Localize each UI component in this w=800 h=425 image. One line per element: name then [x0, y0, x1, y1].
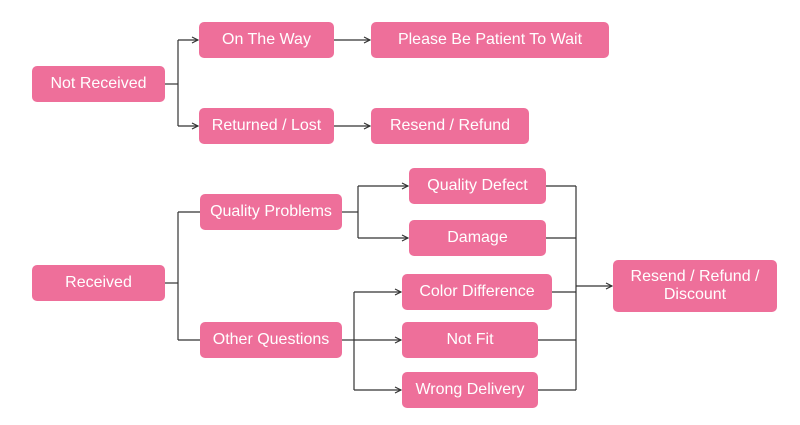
node-resend-refund: Resend / Refund — [371, 108, 529, 144]
node-not-fit: Not Fit — [402, 322, 538, 358]
node-wrong-delivery: Wrong Delivery — [402, 372, 538, 408]
node-returned-lost: Returned / Lost — [199, 108, 334, 144]
node-resend-refund-discount-line2: Discount — [663, 286, 727, 303]
node-resend-refund-discount: Resend / Refund / Discount — [613, 260, 777, 312]
node-not-received: Not Received — [32, 66, 165, 102]
node-quality-defect: Quality Defect — [409, 168, 546, 204]
node-color-difference: Color Difference — [402, 274, 552, 310]
node-on-the-way: On The Way — [199, 22, 334, 58]
node-other-questions: Other Questions — [200, 322, 342, 358]
node-quality-problems: Quality Problems — [200, 194, 342, 230]
node-please-be-patient-to-wait: Please Be Patient To Wait — [371, 22, 609, 58]
node-damage: Damage — [409, 220, 546, 256]
node-received: Received — [32, 265, 165, 301]
node-resend-refund-discount-line1: Resend / Refund / — [630, 268, 760, 285]
